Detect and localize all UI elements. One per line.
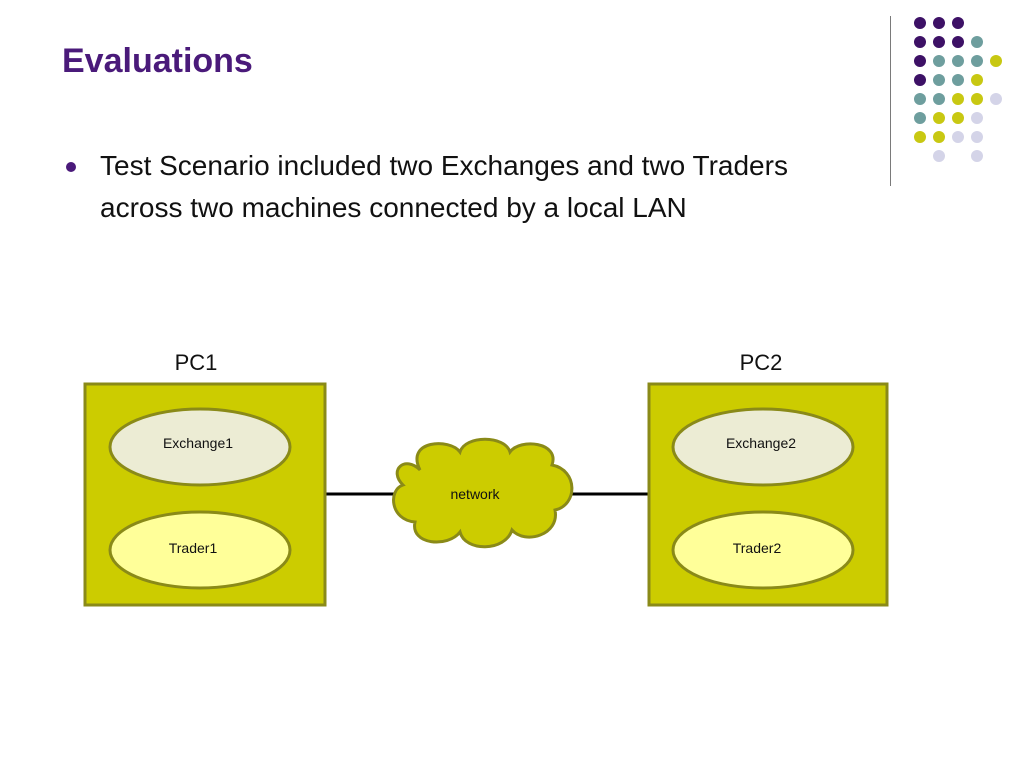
trader1-node (108, 510, 292, 590)
slide-title: Evaluations (62, 42, 253, 80)
dot (933, 17, 945, 29)
dot (971, 131, 983, 143)
trader1-label: Trader1 (169, 540, 218, 556)
dot (933, 93, 945, 105)
dot (971, 150, 983, 162)
dot (952, 36, 964, 48)
trader2-label: Trader2 (733, 540, 782, 556)
exchange2-label: Exchange2 (726, 435, 796, 451)
dot (971, 74, 983, 86)
dot (971, 93, 983, 105)
decorative-dot-grid (914, 17, 1002, 162)
dot (914, 36, 926, 48)
dot (952, 17, 964, 29)
dot (933, 74, 945, 86)
dot (990, 93, 1002, 105)
dot (914, 55, 926, 67)
dot (933, 36, 945, 48)
exchange1-node (108, 407, 292, 487)
dot (914, 112, 926, 124)
dot (914, 74, 926, 86)
dot (914, 17, 926, 29)
dot (933, 55, 945, 67)
bullet-item: Test Scenario included two Exchanges and… (62, 145, 862, 229)
dot (914, 93, 926, 105)
dot (933, 150, 945, 162)
exchange2-node (671, 407, 855, 487)
dot (971, 55, 983, 67)
dot (971, 36, 983, 48)
pc1-label: PC1 (175, 350, 218, 375)
bullet-marker (66, 162, 76, 172)
dot (952, 131, 964, 143)
dot (952, 112, 964, 124)
bullet-text: Test Scenario included two Exchanges and… (100, 150, 788, 223)
dot (952, 55, 964, 67)
dot (952, 93, 964, 105)
trader2-node (671, 510, 855, 590)
network-cloud-icon (392, 437, 574, 549)
dot (914, 131, 926, 143)
bullet-list: Test Scenario included two Exchanges and… (62, 145, 862, 229)
dot (933, 112, 945, 124)
exchange1-label: Exchange1 (163, 435, 233, 451)
dot (971, 112, 983, 124)
header-divider (890, 16, 891, 186)
dot (990, 55, 1002, 67)
dot (952, 74, 964, 86)
pc2-label: PC2 (740, 350, 783, 375)
network-label: network (450, 486, 500, 502)
dot (933, 131, 945, 143)
